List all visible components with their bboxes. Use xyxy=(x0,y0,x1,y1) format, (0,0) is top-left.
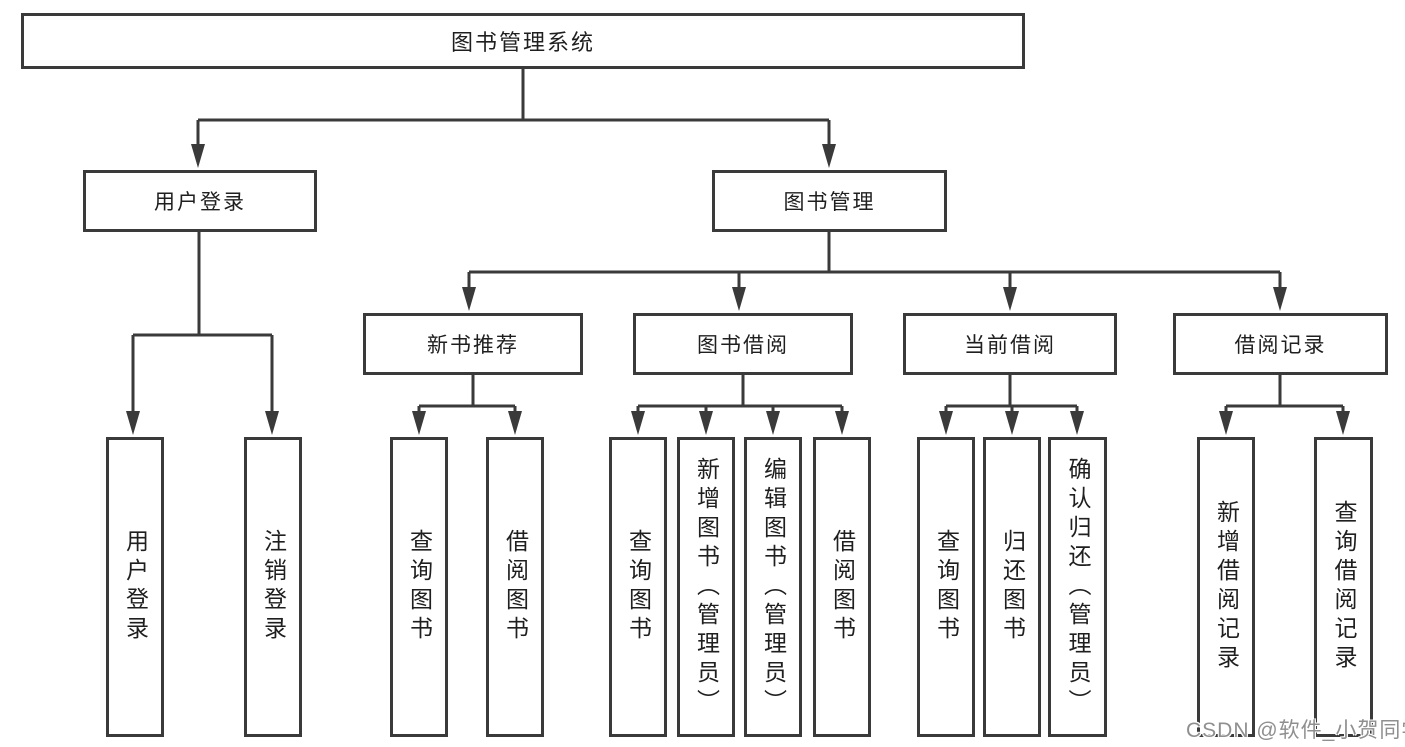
connector-user-login-to-leaves xyxy=(131,232,274,415)
node-leaf-query-books: 查询图书 xyxy=(917,437,975,737)
node-leaf-add-borrow-record: 新增借阅记录 xyxy=(1197,437,1255,737)
connector-book-borrow-to-leaves xyxy=(636,375,844,415)
arrowhead xyxy=(699,411,713,435)
connector-borrow-records-to-leaves xyxy=(1224,375,1345,415)
node-label: 图书借阅 xyxy=(697,334,789,357)
node-new-book-recommend: 新书推荐 xyxy=(363,313,583,375)
node-label: 借阅图书 xyxy=(502,529,529,645)
node-label: 图书管理系统 xyxy=(450,30,595,55)
arrowhead xyxy=(732,287,746,311)
node-label: 用户登录 xyxy=(122,529,149,645)
node-label: 借阅图书 xyxy=(829,529,856,645)
arrowhead xyxy=(412,411,426,435)
arrowhead xyxy=(1003,287,1017,311)
arrowhead xyxy=(462,287,476,311)
node-label: 用户登录 xyxy=(154,191,246,214)
node-label: 借阅记录 xyxy=(1234,334,1327,357)
node-book-borrow: 图书借阅 xyxy=(633,313,853,375)
node-label: 归还图书 xyxy=(999,529,1026,645)
arrowhead xyxy=(1070,411,1084,435)
arrowhead xyxy=(1336,411,1350,435)
node-label: 注销登录 xyxy=(260,529,287,645)
node-label: 查询图书 xyxy=(406,529,433,645)
arrowhead xyxy=(1219,411,1233,435)
node-user-login-branch: 用户登录 xyxy=(83,170,317,232)
arrowhead xyxy=(939,411,953,435)
node-label: 当前借阅 xyxy=(964,334,1056,357)
node-leaf-query-books: 查询图书 xyxy=(390,437,448,737)
node-leaf-confirm-return-admin: 确认归还（管理员） xyxy=(1048,437,1107,737)
connector-current-borrow-to-leaves xyxy=(944,375,1079,415)
node-label: 图书管理 xyxy=(783,191,876,214)
node-borrow-records: 借阅记录 xyxy=(1173,313,1388,375)
node-leaf-return-books: 归还图书 xyxy=(983,437,1041,737)
node-current-borrow: 当前借阅 xyxy=(903,313,1117,375)
arrowhead xyxy=(835,411,849,435)
connector-book-management-to-sections xyxy=(467,232,1282,291)
node-label: 查询图书 xyxy=(933,529,960,645)
arrowhead xyxy=(265,411,279,435)
node-label: 确认归还（管理员） xyxy=(1065,456,1091,718)
node-leaf-query-books: 查询图书 xyxy=(609,437,667,737)
csdn-watermark: CSDN @软件_小贺同学 xyxy=(1186,719,1405,742)
arrowhead xyxy=(1273,287,1287,311)
arrowheads xyxy=(126,144,1350,435)
node-leaf-query-borrow-record: 查询借阅记录 xyxy=(1314,437,1373,737)
node-leaf-borrow-books: 借阅图书 xyxy=(486,437,544,737)
connector-root-to-branches xyxy=(196,69,831,148)
arrowhead xyxy=(508,411,522,435)
arrowhead xyxy=(766,411,780,435)
node-label: 新增图书（管理员） xyxy=(693,456,720,718)
node-leaf-logout: 注销登录 xyxy=(244,437,302,737)
arrowhead xyxy=(1005,411,1019,435)
node-leaf-user-login: 用户登录 xyxy=(106,437,164,737)
connector-new-book-recommend-to-leaves xyxy=(417,375,517,415)
node-label: 新书推荐 xyxy=(427,334,519,357)
node-leaf-edit-books-admin: 编辑图书（管理员） xyxy=(744,437,802,737)
node-book-management-branch: 图书管理 xyxy=(712,170,947,232)
node-label: 编辑图书（管理员） xyxy=(760,456,787,718)
node-label: 查询图书 xyxy=(625,529,652,645)
arrowhead xyxy=(822,144,836,168)
arrowhead xyxy=(126,411,140,435)
node-leaf-add-books-admin: 新增图书（管理员） xyxy=(677,437,735,737)
node-label: 新增借阅记录 xyxy=(1213,500,1240,674)
node-library-management-system: 图书管理系统 xyxy=(21,13,1025,69)
arrowhead xyxy=(191,144,205,168)
arrowhead xyxy=(631,411,645,435)
node-leaf-borrow-books: 借阅图书 xyxy=(813,437,871,737)
node-label: 查询借阅记录 xyxy=(1331,500,1357,674)
